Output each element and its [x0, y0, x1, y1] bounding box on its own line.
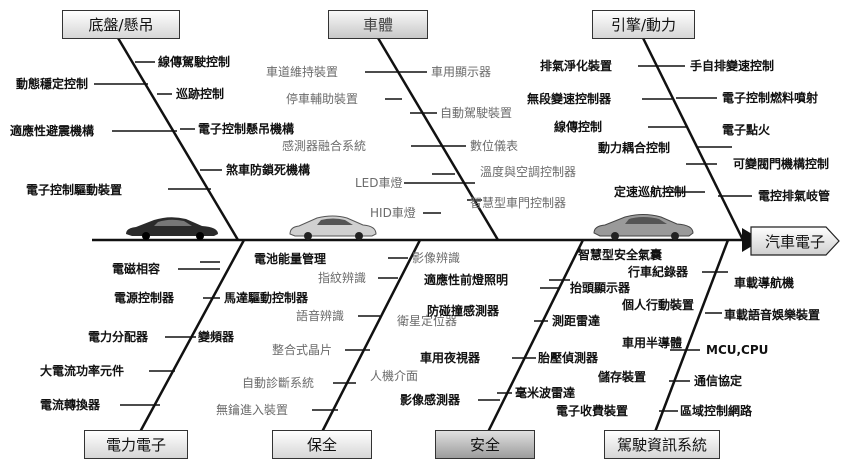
- body-item: 停車輔助裝置: [286, 92, 359, 106]
- body-item: 數位儀表: [470, 139, 519, 153]
- body-item: 自動駕駛裝置: [440, 106, 513, 120]
- category-power: 電力電子: [84, 430, 188, 459]
- infotainment-item: 車載語音娛樂裝置: [724, 308, 821, 322]
- category-body: 車體: [328, 10, 428, 39]
- infotainment-item: 行車紀錄器: [628, 265, 689, 279]
- engine-item: 定速巡航控制: [614, 185, 687, 199]
- chassis-item: 線傳駕駛控制: [158, 55, 231, 69]
- category-safety: 安全: [435, 430, 535, 459]
- safety-item: 影像感測器: [400, 393, 461, 407]
- bone-engine: [641, 37, 745, 241]
- body-item: 溫度與空調控制器: [480, 165, 577, 179]
- engine-item: 無段變速控制器: [527, 92, 612, 106]
- bone-chassis: [116, 37, 240, 241]
- engine-item: 排氣淨化裝置: [540, 59, 613, 73]
- body-item: 感測器融合系統: [282, 139, 367, 153]
- chassis-item: 煞車防鎖死機構: [226, 163, 311, 177]
- power-item: 電磁相容: [112, 262, 161, 276]
- safety-item: 毫米波雷達: [515, 386, 576, 400]
- power-item: 電池能量管理: [254, 252, 327, 266]
- engine-item: 電子點火: [722, 123, 771, 137]
- safety-item: 防碰撞感測器: [427, 304, 500, 318]
- bone-safety: [486, 239, 585, 433]
- safety-item: 抬頭顯示器: [570, 281, 631, 295]
- category-chassis: 底盤/懸吊: [62, 10, 180, 39]
- power-item: 馬達驅動控制器: [224, 291, 309, 305]
- effect-head: 汽車電子: [750, 226, 840, 256]
- engine-item: 線傳控制: [554, 120, 603, 134]
- body-item: LED車燈: [355, 176, 403, 190]
- security-item: 無鑰進入裝置: [216, 403, 289, 417]
- safety-item: 適應性前燈照明: [424, 273, 509, 287]
- engine-item: 電控排氣岐管: [758, 189, 831, 203]
- chassis-item: 適應性避震機構: [10, 124, 95, 138]
- safety-item: 智慧型安全氣囊: [578, 248, 663, 262]
- body-item: 車道維持裝置: [266, 65, 339, 79]
- body-item: HID車燈: [370, 206, 416, 220]
- security-item: 影像辨識: [412, 251, 461, 265]
- body-item: 智慧型車門控制器: [470, 196, 567, 210]
- chassis-item: 電子控制驅動裝置: [26, 183, 123, 197]
- power-item: 電力分配器: [88, 330, 149, 344]
- power-item: 電流轉換器: [40, 398, 101, 412]
- chassis-item: 電子控制懸吊機構: [198, 122, 295, 136]
- chassis-item: 巡跡控制: [176, 87, 225, 101]
- security-item: 整合式晶片: [272, 343, 333, 357]
- power-item: 變頻器: [198, 330, 235, 344]
- head-label: 汽車電子: [764, 232, 825, 251]
- category-infotainment: 駕駛資訊系統: [604, 430, 720, 459]
- infotainment-item: 區域控制網路: [680, 404, 753, 418]
- security-item: 指紋辨識: [318, 271, 367, 285]
- bone-power: [138, 239, 246, 433]
- security-item: 人機介面: [370, 369, 419, 383]
- power-item: 大電流功率元件: [40, 364, 125, 378]
- security-item: 衛星定位器: [397, 314, 458, 328]
- infotainment-item: 車載導航機: [734, 276, 795, 290]
- security-item: 自動診斷系統: [242, 376, 315, 390]
- engine-item: 動力耦合控制: [598, 141, 671, 155]
- safety-item: 車用夜視器: [420, 351, 481, 365]
- body-item: 車用顯示器: [431, 65, 492, 79]
- car-icon: [126, 217, 218, 240]
- head-arrow-shape: [750, 226, 840, 256]
- infotainment-item: 通信協定: [694, 374, 743, 388]
- infotainment-item: MCU,CPU: [706, 343, 769, 357]
- engine-item: 手自排變速控制: [690, 59, 775, 73]
- engine-item: 可變閥門機構控制: [733, 157, 830, 171]
- car-icon: [593, 214, 694, 240]
- safety-item: 測距雷達: [552, 314, 601, 328]
- infotainment-item: 儲存裝置: [598, 370, 647, 384]
- car-icon: [289, 215, 377, 240]
- chassis-item: 動態穩定控制: [16, 77, 89, 91]
- engine-item: 電子控制燃料噴射: [722, 91, 819, 105]
- security-item: 語音辨識: [296, 309, 345, 323]
- bone-security: [320, 239, 422, 433]
- power-item: 電源控制器: [114, 291, 175, 305]
- infotainment-item: 電子收費裝置: [556, 404, 629, 418]
- category-engine: 引擎/動力: [592, 10, 695, 39]
- category-security: 保全: [272, 430, 372, 459]
- infotainment-item: 個人行動裝置: [622, 298, 695, 312]
- infotainment-item: 車用半導體: [622, 336, 683, 350]
- safety-item: 胎壓偵測器: [538, 351, 599, 365]
